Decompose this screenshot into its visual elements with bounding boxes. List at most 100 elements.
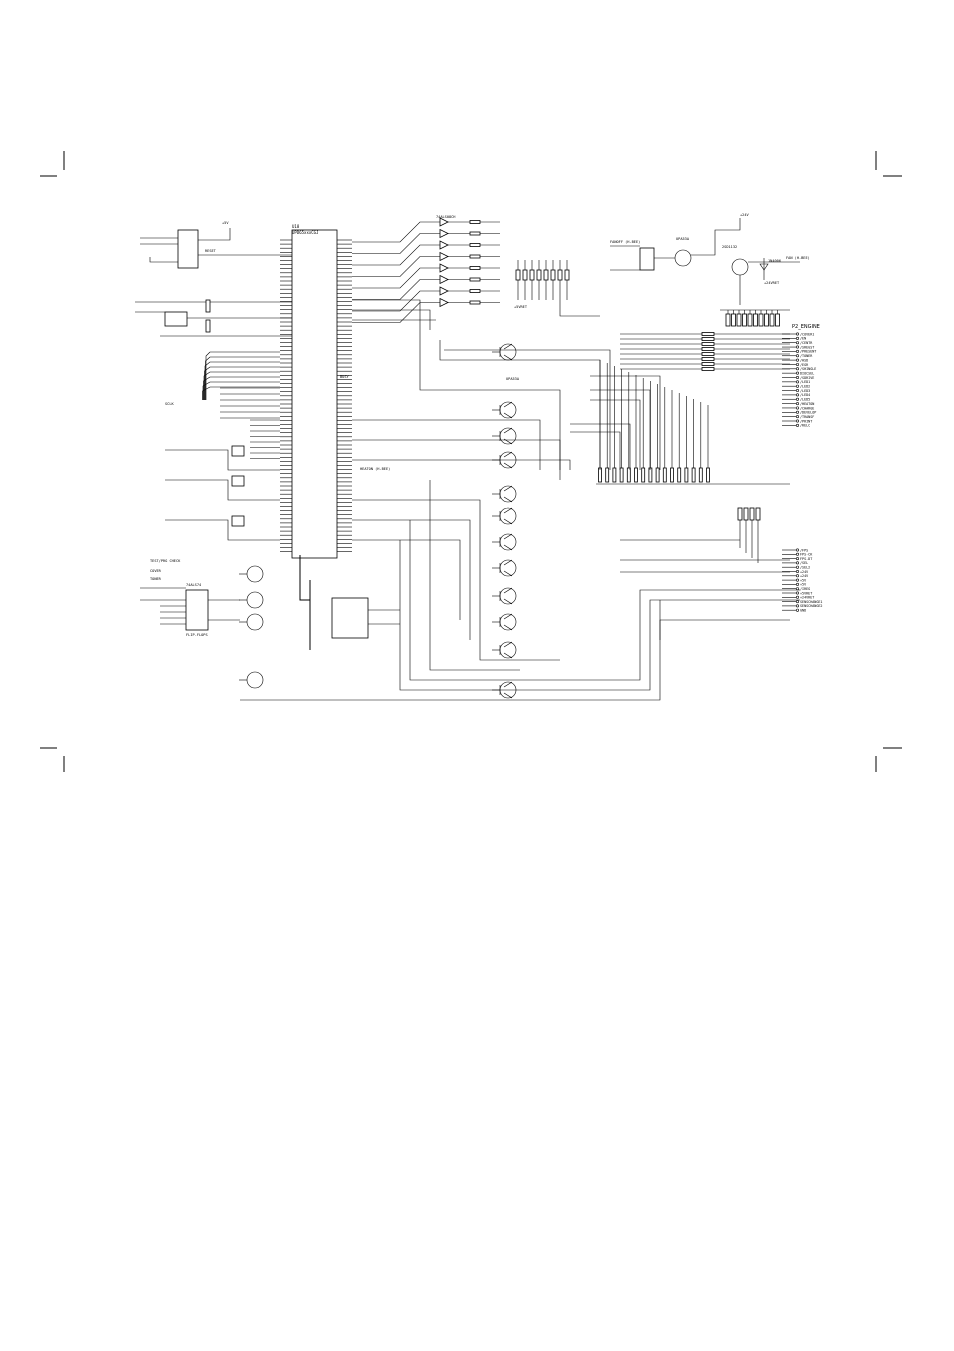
connector-pin: [795, 561, 799, 565]
resistor: [743, 507, 749, 521]
data-bus-left: [165, 351, 280, 541]
crop-marks: [40, 151, 902, 772]
wire: [352, 299, 561, 480]
power-connector: /FPSFPS-CKFPS-DT/SEL/SEL2+24V+24V+5V+5V/…: [782, 548, 822, 613]
signal-routing: [240, 299, 800, 701]
buffer: [439, 251, 449, 262]
connector-title: P2_ENGINE: [792, 324, 820, 330]
resistor: [701, 342, 715, 346]
wire: [352, 419, 541, 470]
label-toner: TONER: [150, 577, 162, 581]
wire: [503, 451, 513, 458]
wire: [503, 587, 513, 594]
buffer: [439, 286, 449, 296]
wire: [409, 520, 800, 681]
resistor: [725, 313, 731, 327]
label-fanoff: FANOFF (H-BEE): [610, 240, 640, 244]
connector-pin: [795, 415, 799, 419]
connector-pin: [795, 587, 799, 591]
wire: [352, 459, 571, 470]
buffer-gates: [352, 217, 570, 323]
gate: [231, 445, 245, 457]
connector-pin-label: /LED5: [800, 398, 810, 402]
resistor: [758, 313, 764, 327]
resistor: [605, 467, 610, 483]
resistor: [769, 313, 775, 327]
connector-pin: [795, 569, 799, 573]
buffer: [439, 228, 449, 239]
wire: [503, 343, 513, 350]
connector-pin: [795, 345, 799, 349]
connector-pin-label: +24V: [800, 570, 808, 574]
wire: [590, 375, 661, 470]
wire: [503, 613, 513, 620]
wire: [503, 641, 513, 648]
connector-pin: [795, 380, 799, 384]
resistor: [737, 507, 743, 521]
wire: [203, 371, 211, 400]
connector-pin: [795, 336, 799, 340]
connector-pin-label: /RELC: [800, 424, 810, 428]
transistor-part-label: UPA53A: [506, 377, 520, 381]
resistor: [619, 467, 624, 483]
resistor: [701, 352, 715, 356]
resistor: [469, 220, 481, 224]
connector-pin-label: +24VRET: [800, 596, 814, 600]
resistor: [701, 337, 715, 341]
oscillator-block: [135, 299, 292, 337]
wire: [165, 479, 280, 501]
transistor: [246, 565, 264, 583]
wire: [503, 485, 513, 492]
wire: [352, 302, 440, 323]
wire: [205, 356, 211, 400]
wire: [165, 449, 280, 471]
resistor: [677, 467, 682, 483]
wire: [559, 300, 600, 317]
resistor: [626, 467, 631, 483]
wire: [503, 507, 513, 514]
wire: [503, 681, 513, 688]
connector-pin-label: +5V: [800, 578, 806, 582]
wire: [503, 518, 513, 525]
connector-pin: [795, 362, 799, 366]
connector-pin-label: /LED1: [800, 380, 810, 384]
connector-pin: [795, 419, 799, 423]
connector-pin: [795, 410, 799, 414]
label-sclk: SCLK: [165, 402, 174, 406]
wire: [352, 499, 560, 661]
label-heaton: HEATON (H-BEE): [360, 467, 390, 471]
resistor: [469, 300, 481, 305]
resistor: [731, 313, 736, 327]
wire: [352, 309, 431, 330]
label-busy: BUSY: [340, 375, 349, 379]
wire: [399, 540, 800, 691]
connector-pin-label: FPS-DT: [800, 557, 812, 561]
fan-label: FAN (H-BEE): [786, 256, 810, 260]
resistor: [755, 507, 761, 521]
connector-pin: [795, 582, 799, 586]
connector-pin-label: /IREG: [800, 587, 810, 591]
test-check-label: TEST/PRG CHECK: [150, 559, 181, 563]
wire: [203, 376, 211, 400]
connector-pin-label: /TONER: [800, 354, 813, 358]
connector-pin: [795, 354, 799, 358]
wire: [352, 519, 471, 640]
connector-pin: [795, 557, 799, 561]
buffer: [439, 297, 449, 308]
wire: [204, 361, 211, 400]
connector-pin: [795, 574, 799, 578]
gate: [231, 475, 245, 487]
wire: [352, 233, 440, 254]
resistor: [543, 269, 549, 281]
wire: [503, 354, 513, 361]
connector-pin-label: /HEATON: [800, 402, 814, 406]
wire: [429, 480, 520, 671]
fan-q1-part: UPA53A: [676, 237, 690, 241]
wire: [503, 412, 513, 419]
connector-pin-label: /LED2: [800, 385, 810, 389]
flip-flop-block: FLIP-FLOPS 74ALS74 TEST/PRG CHECK: [140, 559, 400, 639]
connector-pin: [795, 358, 799, 362]
resistor: [648, 467, 653, 483]
resistor: [662, 467, 667, 483]
connector-pin-label: /SEL2: [800, 566, 810, 570]
